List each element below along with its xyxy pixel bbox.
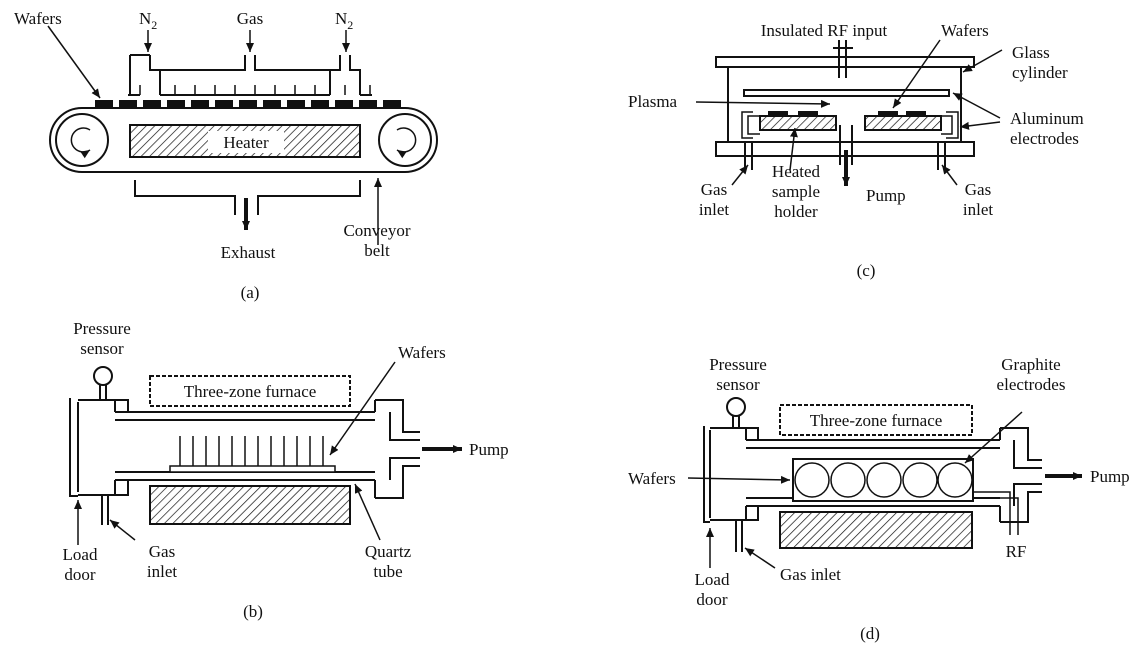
wafer-row — [95, 100, 401, 107]
n2-left-label: N2 — [139, 9, 157, 32]
furnace-label-b: Three-zone furnace — [184, 382, 317, 401]
wafers-label-d: Wafers — [628, 469, 676, 488]
caption-a: (a) — [241, 283, 260, 302]
rf-label-d: RF — [1006, 542, 1027, 561]
graphite-electrodes — [792, 458, 974, 502]
wafers-b — [179, 436, 324, 466]
caption-c: (c) — [857, 261, 876, 280]
lower-electrode-right — [864, 115, 942, 131]
panel-b-lpcvd-reactor: Three-zone furnace — [63, 319, 509, 621]
panel-d-plasma-lpcvd-reactor: Three-zone furnace — [628, 355, 1130, 643]
gas-label-a: Gas — [237, 9, 263, 28]
pressure-sensor-d — [726, 397, 746, 417]
pressure-sensor-b — [93, 366, 113, 386]
pump-label-c: Pump — [866, 186, 906, 205]
wafers-label-c: Wafers — [941, 21, 989, 40]
n2-right-label: N2 — [335, 9, 353, 32]
lower-electrode-left — [759, 115, 837, 131]
wafers-label-a: Wafers — [14, 9, 62, 28]
caption-d: (d) — [860, 624, 880, 643]
heater-label: Heater — [223, 133, 269, 152]
plasma-label: Plasma — [628, 92, 678, 111]
exhaust-label: Exhaust — [221, 243, 276, 262]
wafers-label-b: Wafers — [398, 343, 446, 362]
conveyor-belt — [49, 107, 438, 173]
furnace-bottom-b — [149, 485, 351, 525]
rf-input-label: Insulated RF input — [761, 21, 888, 40]
upper-electrode — [743, 89, 950, 97]
pump-label-b: Pump — [469, 440, 509, 459]
gas-inlet-label-d: Gas inlet — [780, 565, 841, 584]
panel-a-conveyor-reactor: Heater Wafers N2 Gas N2 Exhaust Conveyor… — [14, 9, 438, 302]
caption-b: (b) — [243, 602, 263, 621]
furnace-top-b — [149, 375, 351, 407]
furnace-top-d — [779, 404, 973, 436]
furnace-label-d: Three-zone furnace — [810, 411, 943, 430]
pump-label-d: Pump — [1090, 467, 1130, 486]
furnace-bottom-d — [779, 511, 973, 549]
